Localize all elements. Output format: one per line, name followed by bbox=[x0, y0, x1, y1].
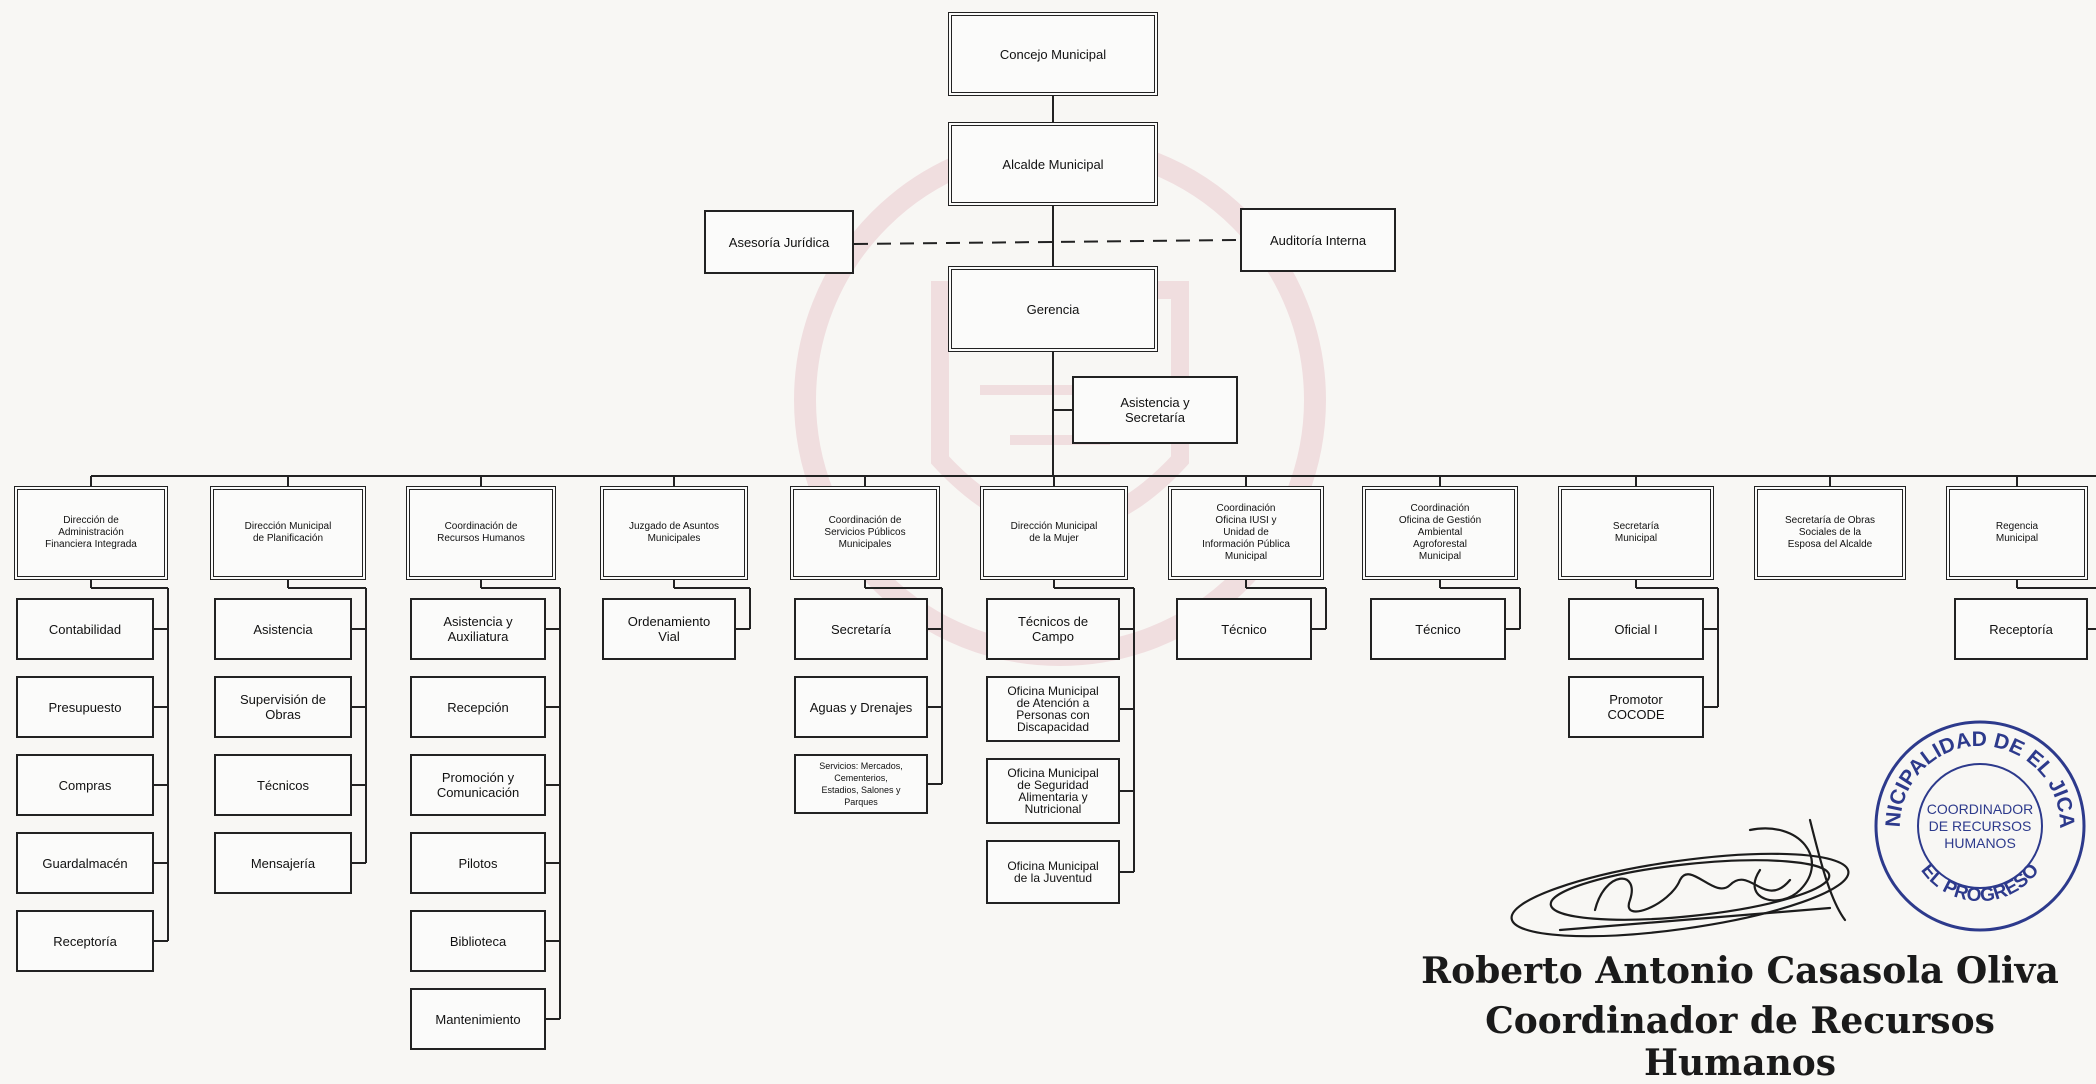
unit-label: Contabilidad bbox=[48, 621, 122, 637]
unit-box: Contabilidad bbox=[16, 598, 154, 660]
unit-box: Presupuesto bbox=[16, 676, 154, 738]
unit-box: Mantenimiento bbox=[410, 988, 546, 1050]
unit-box: Técnicos de Campo bbox=[986, 598, 1120, 660]
unit-label: Oficial I bbox=[1614, 621, 1658, 637]
unit-label: Receptoría bbox=[53, 933, 117, 949]
department-head-box: Regencia Municipal bbox=[1946, 486, 2088, 580]
svg-text:COORDINADOR: COORDINADOR bbox=[1927, 801, 2034, 817]
handwritten-signature bbox=[1510, 818, 1850, 938]
department-head-box: Dirección Municipal de Planificación bbox=[210, 486, 366, 580]
unit-label: Técnicos bbox=[256, 777, 310, 793]
unit-label: Biblioteca bbox=[449, 933, 507, 949]
unit-box: Técnico bbox=[1370, 598, 1506, 660]
unit-label: Supervisión de Obras bbox=[240, 692, 326, 722]
department-head-label: Secretaría de Obras Sociales de la Espos… bbox=[1784, 515, 1876, 550]
department-head-box: Coordinación de Servicios Públicos Munic… bbox=[790, 486, 940, 580]
unit-label: Oficina Municipal de Seguridad Alimentar… bbox=[1007, 766, 1099, 816]
department-head-box: Secretaría Municipal bbox=[1558, 486, 1714, 580]
department-head-label: Coordinación Oficina de Gestión Ambienta… bbox=[1398, 503, 1482, 562]
unit-label: Presupuesto bbox=[48, 699, 122, 715]
unit-box: Técnico bbox=[1176, 598, 1312, 660]
signatory-name: Roberto Antonio Casasola Oliva bbox=[1421, 950, 2059, 992]
connector-lines bbox=[90, 96, 2096, 1020]
unit-box: Supervisión de Obras bbox=[214, 676, 352, 738]
unit-box: Oficina Municipal de la Juventud bbox=[986, 840, 1120, 904]
unit-box: Aguas y Drenajes bbox=[794, 676, 928, 738]
unit-box: Secretaría bbox=[794, 598, 928, 660]
unit-label: Ordenamiento Vial bbox=[627, 614, 711, 644]
svg-text:DE RECURSOS: DE RECURSOS bbox=[1929, 818, 2032, 834]
unit-box: Receptoría bbox=[1954, 598, 2088, 660]
department-head-label: Coordinación de Recursos Humanos bbox=[437, 521, 525, 544]
department-head-label: Dirección Municipal de Planificación bbox=[244, 521, 332, 544]
box-auditoria-interna: Auditoría Interna bbox=[1240, 208, 1396, 272]
unit-box: Promoción y Comunicación bbox=[410, 754, 546, 816]
department-head-box: Coordinación Oficina IUSI y Unidad de In… bbox=[1168, 486, 1324, 580]
unit-label: Asistencia y Auxiliatura bbox=[443, 614, 513, 644]
box-asistencia-secretaria: Asistencia y Secretaría bbox=[1072, 376, 1238, 444]
unit-box: Recepción bbox=[410, 676, 546, 738]
unit-label: Oficina Municipal de la Juventud bbox=[1007, 859, 1099, 885]
department-head-box: Coordinación de Recursos Humanos bbox=[406, 486, 556, 580]
department-head-box: Juzgado de Asuntos Municipales bbox=[600, 486, 748, 580]
unit-box: Guardalmacén bbox=[16, 832, 154, 894]
unit-label: Asistencia bbox=[253, 621, 313, 637]
unit-box: Receptoría bbox=[16, 910, 154, 972]
box-alcalde-municipal: Alcalde Municipal bbox=[948, 122, 1158, 206]
official-seal: MUNICIPALIDAD DE EL JICARO EL PROGRESO C… bbox=[1870, 716, 2086, 932]
unit-label: Promotor COCODE bbox=[1607, 692, 1665, 722]
unit-box: Oficina Municipal de Seguridad Alimentar… bbox=[986, 758, 1120, 824]
department-head-label: Juzgado de Asuntos Municipales bbox=[628, 521, 720, 544]
unit-box: Oficina Municipal de Atención a Personas… bbox=[986, 676, 1120, 742]
unit-label: Técnico bbox=[1221, 621, 1267, 637]
unit-label: Técnicos de Campo bbox=[1017, 614, 1089, 644]
unit-box: Servicios: Mercados, Cementerios, Estadi… bbox=[794, 754, 928, 814]
unit-box: Biblioteca bbox=[410, 910, 546, 972]
box-gerencia: Gerencia bbox=[948, 266, 1158, 352]
department-head-label: Dirección Municipal de la Mujer bbox=[1010, 521, 1098, 544]
box-asesoria-juridica: Asesoría Jurídica bbox=[704, 210, 854, 274]
signatory-title: Coordinador de Recursos Humanos bbox=[1485, 1000, 1995, 1084]
unit-box: Asistencia y Auxiliatura bbox=[410, 598, 546, 660]
department-head-label: Dirección de Administración Financiera I… bbox=[45, 515, 137, 550]
unit-label: Promoción y Comunicación bbox=[436, 770, 520, 800]
unit-box: Oficial I bbox=[1568, 598, 1704, 660]
department-head-box: Coordinación Oficina de Gestión Ambienta… bbox=[1362, 486, 1518, 580]
department-head-box: Secretaría de Obras Sociales de la Espos… bbox=[1754, 486, 1906, 580]
unit-box: Pilotos bbox=[410, 832, 546, 894]
unit-box: Ordenamiento Vial bbox=[602, 598, 736, 660]
unit-box: Asistencia bbox=[214, 598, 352, 660]
org-chart: Concejo Municipal Alcalde Municipal Ases… bbox=[14, 12, 2096, 1050]
svg-text:HUMANOS: HUMANOS bbox=[1944, 835, 2016, 851]
department-head-label: Coordinación de Servicios Públicos Munic… bbox=[824, 515, 906, 550]
unit-label: Recepción bbox=[447, 699, 509, 715]
department-head-box: Dirección Municipal de la Mujer bbox=[980, 486, 1128, 580]
department-head-label: Regencia Municipal bbox=[1995, 521, 2039, 544]
department-head-label: Coordinación Oficina IUSI y Unidad de In… bbox=[1202, 503, 1290, 562]
unit-box: Mensajería bbox=[214, 832, 352, 894]
connector-line bbox=[853, 239, 1241, 245]
unit-label: Mantenimiento bbox=[435, 1011, 521, 1027]
unit-box: Técnicos bbox=[214, 754, 352, 816]
unit-box: Compras bbox=[16, 754, 154, 816]
unit-label: Aguas y Drenajes bbox=[809, 699, 913, 715]
department-head-label: Secretaría Municipal bbox=[1612, 521, 1660, 544]
unit-label: Oficina Municipal de Atención a Personas… bbox=[1007, 684, 1099, 734]
svg-text:EL PROGRESO: EL PROGRESO bbox=[1917, 860, 2044, 907]
unit-label: Guardalmacén bbox=[42, 855, 128, 871]
unit-label: Secretaría bbox=[831, 621, 891, 637]
box-concejo-municipal: Concejo Municipal bbox=[948, 12, 1158, 96]
unit-box: Promotor COCODE bbox=[1568, 676, 1704, 738]
unit-label: Compras bbox=[58, 777, 112, 793]
unit-label: Receptoría bbox=[1989, 621, 2053, 637]
department-head-box: Dirección de Administración Financiera I… bbox=[14, 486, 168, 580]
unit-label: Pilotos bbox=[458, 855, 498, 871]
unit-label: Técnico bbox=[1415, 621, 1461, 637]
unit-label: Servicios: Mercados, Cementerios, Estadi… bbox=[819, 761, 903, 807]
unit-label: Mensajería bbox=[250, 855, 316, 871]
